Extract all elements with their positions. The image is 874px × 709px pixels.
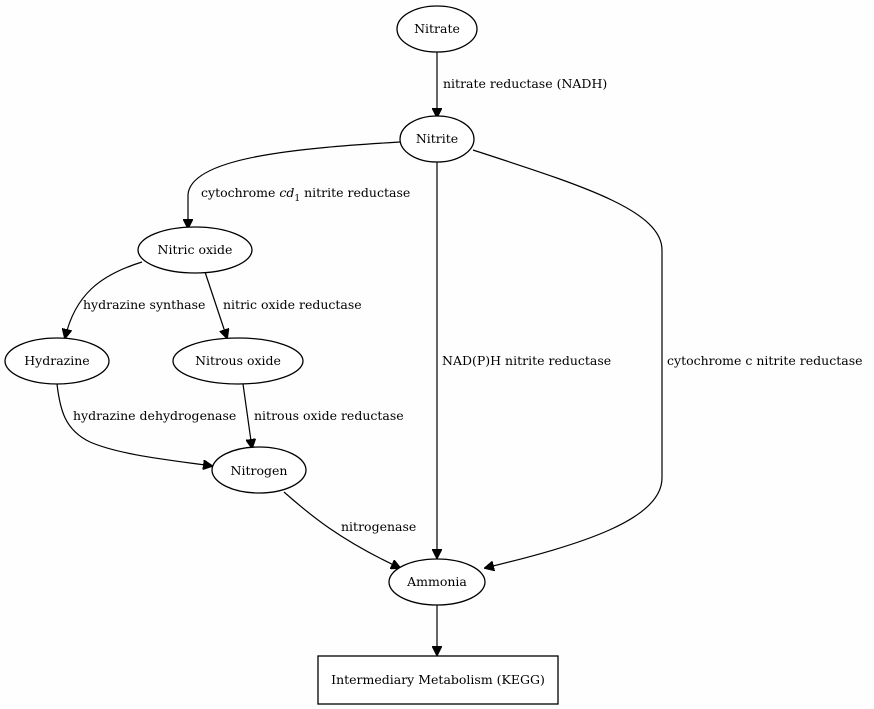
node-kegg: Intermediary Metabolism (KEGG) [317, 655, 559, 705]
node-nitrous-oxide: Nitrous oxide [172, 337, 304, 385]
edge-label-nitrogenase: nitrogenase [341, 519, 416, 534]
edge-nitrite-nitric-oxide [188, 141, 401, 228]
node-label-nitrogen: Nitrogen [231, 463, 288, 478]
cd1-suffix: nitrite reductase [300, 185, 410, 200]
node-nitrite: Nitrite [399, 115, 475, 163]
node-ammonia: Ammonia [388, 558, 486, 606]
node-label-nitrous-oxide: Nitrous oxide [195, 353, 281, 368]
edge-nitrite-ammonia-cytc [472, 149, 663, 568]
edge-label-cd1-nitrite-reductase: cytochrome cd1 nitrite reductase [201, 185, 410, 204]
node-label-ammonia: Ammonia [406, 574, 467, 589]
edge-nitric-oxide-nitrous-oxide [204, 271, 227, 338]
node-label-hydrazine: Hydrazine [24, 353, 89, 368]
edge-label-cytc-nitrite-reductase: cytochrome c nitrite reductase [667, 353, 863, 368]
cd1-subscript: 1 [294, 194, 300, 204]
node-label-nitric-oxide: Nitric oxide [158, 242, 233, 257]
node-nitrogen: Nitrogen [211, 446, 307, 494]
edge-nitrogen-ammonia [283, 491, 400, 568]
edge-label-nitric-oxide-reductase: nitric oxide reductase [223, 297, 362, 312]
node-label-nitrate: Nitrate [414, 21, 460, 36]
node-hydrazine: Hydrazine [4, 337, 110, 385]
edge-nitrous-oxide-nitrogen [242, 383, 252, 448]
node-label-nitrite: Nitrite [416, 131, 458, 146]
edge-label-nitrous-oxide-reductase: nitrous oxide reductase [254, 408, 404, 423]
cd1-italic: cd [279, 185, 294, 200]
edge-hydrazine-nitrogen [56, 383, 212, 466]
edge-label-nadph-nitrite-reductase: NAD(P)H nitrite reductase [442, 353, 611, 368]
node-label-kegg: Intermediary Metabolism (KEGG) [331, 672, 545, 687]
edge-nitric-oxide-hydrazine [65, 261, 143, 338]
edge-label-hydrazine-dehydrogenase: hydrazine dehydrogenase [73, 408, 236, 423]
cd1-prefix: cytochrome [201, 185, 279, 200]
node-nitric-oxide: Nitric oxide [137, 226, 253, 274]
node-nitrate: Nitrate [396, 5, 478, 53]
edge-label-hydrazine-synthase: hydrazine synthase [83, 297, 205, 312]
edge-label-nitrate-reductase: nitrate reductase (NADH) [443, 76, 607, 91]
